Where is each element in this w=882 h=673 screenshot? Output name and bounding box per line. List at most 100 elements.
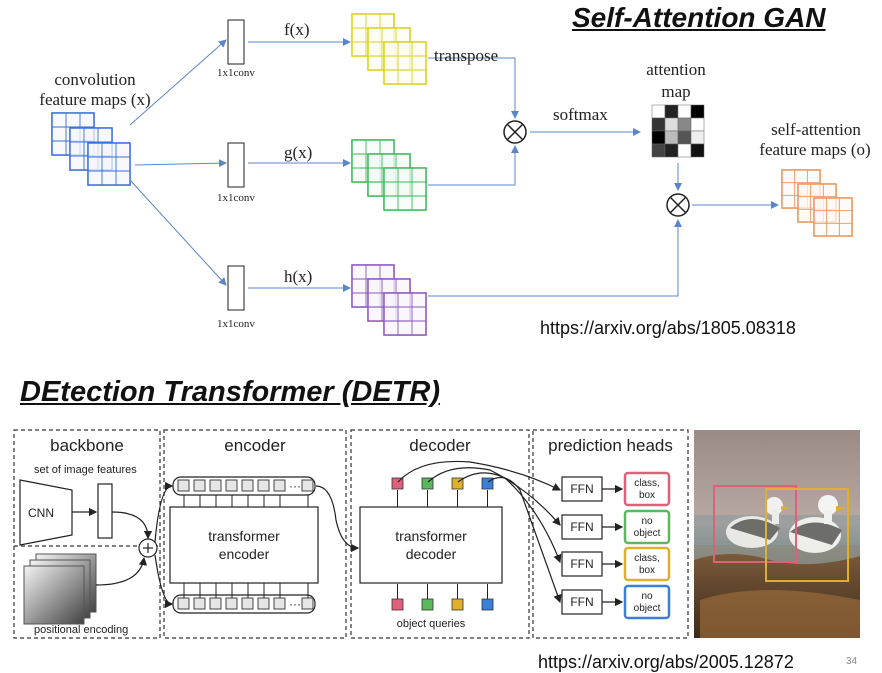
prediction-output-line2: object: [634, 603, 661, 614]
ffn-block: [561, 589, 603, 615]
encoder-output-token: [257, 479, 270, 492]
sagan-diagram: [51, 13, 853, 336]
add-op: [138, 538, 158, 558]
conv-label-f: 1x1conv: [217, 67, 255, 79]
seagull-right: [789, 495, 846, 553]
encoder-output-token: [209, 479, 222, 492]
ffn-label: FFN: [570, 557, 593, 571]
output-label-line2: feature maps (o): [759, 140, 871, 159]
encoder-block-line2: encoder: [218, 546, 270, 562]
encoder-input-token: [301, 597, 314, 610]
detr-url[interactable]: https://arxiv.org/abs/2005.12872: [538, 652, 794, 672]
encoder-input-token: [241, 597, 254, 610]
output-label-line1: self-attention: [771, 120, 861, 139]
decoder-title: decoder: [409, 436, 471, 455]
transpose-label: transpose: [434, 46, 499, 65]
cnn-label: CNN: [28, 506, 54, 520]
decoder-block-line1: transformer: [395, 528, 467, 544]
encoder-output-token: [225, 479, 238, 492]
encoder-output-token: [177, 479, 190, 492]
attention-cell: [690, 104, 705, 119]
object-query: [391, 598, 404, 611]
attention-cell: [677, 130, 692, 145]
attention-cell: [677, 104, 692, 119]
multiply-op-1: [503, 120, 527, 144]
encoder-input-token: [273, 597, 286, 610]
detr-title: DEtection Transformer (DETR): [20, 376, 441, 408]
attention-cell: [664, 104, 679, 119]
attention-cell: [651, 143, 666, 158]
backbone-panel: [13, 429, 161, 639]
object-queries-label: object queries: [396, 618, 466, 630]
f-label: f(x): [284, 20, 310, 39]
conv-label-g: 1x1conv: [217, 192, 255, 204]
g-label: g(x): [284, 143, 313, 162]
attention-cell: [651, 117, 666, 132]
decoder-output-query: [391, 477, 404, 490]
prediction-output-box: [623, 584, 671, 620]
encoder-input-token: [209, 597, 222, 610]
image-features-block: [97, 483, 113, 539]
token-ellipsis: ···: [289, 479, 301, 493]
multiply-op-2: [666, 193, 690, 217]
prediction-output-line2: object: [634, 528, 661, 539]
conv-block-h: [227, 265, 245, 311]
input-to-conv-arrows: [129, 38, 779, 297]
object-query: [481, 598, 494, 611]
attention-cell: [664, 117, 679, 132]
token-ellipsis: ···: [289, 597, 301, 611]
h-feature-maps: [351, 264, 427, 336]
encoder-input-token: [225, 597, 238, 610]
g-feature-maps: [351, 139, 427, 211]
encoder-output-token: [193, 479, 206, 492]
positional-encoding-stack: [23, 553, 97, 625]
encoder-input-token: [257, 597, 270, 610]
prediction-output-box: [623, 471, 671, 507]
attention-cell: [677, 117, 692, 132]
input-label-line2: feature maps (x): [39, 90, 151, 109]
encoder-output-token: [241, 479, 254, 492]
attention-label-line1: attention: [646, 60, 706, 79]
attention-cell: [651, 130, 666, 145]
attention-cell: [690, 117, 705, 132]
input-label-line1: convolution: [54, 70, 136, 89]
decoder-output-query: [481, 477, 494, 490]
attention-cell: [664, 143, 679, 158]
attention-cell: [664, 130, 679, 145]
object-query: [451, 598, 464, 611]
ffn-block: [561, 551, 603, 577]
attention-cell: [677, 143, 692, 158]
input-feature-maps: [51, 112, 131, 186]
prediction-output-line2: box: [639, 565, 655, 576]
prediction-panel: [532, 429, 689, 639]
ffn-block: [561, 476, 603, 502]
object-query: [421, 598, 434, 611]
attention-cell: [651, 104, 666, 119]
seagull-left: [726, 497, 790, 548]
encoder-block-line1: transformer: [208, 528, 280, 544]
image-features-label: set of image features: [34, 464, 137, 476]
prediction-output-line1: no: [641, 516, 653, 527]
prediction-heads-title: prediction heads: [548, 436, 673, 455]
attention-cell: [690, 143, 705, 158]
prediction-output-line1: no: [641, 591, 653, 602]
h-label: h(x): [284, 267, 313, 286]
encoder-input-token: [177, 597, 190, 610]
prediction-output-line1: class,: [634, 478, 660, 489]
transformer-encoder-block: [169, 506, 319, 584]
sagan-url[interactable]: https://arxiv.org/abs/1805.08318: [540, 318, 796, 338]
decoder-output-query: [451, 477, 464, 490]
ffn-block: [561, 514, 603, 540]
encoder-input-token: [193, 597, 206, 610]
conv-block-g: [227, 142, 245, 188]
ffn-label: FFN: [570, 520, 593, 534]
prediction-output-line1: class,: [634, 553, 660, 564]
output-feature-maps: [781, 169, 853, 237]
attention-cell: [690, 130, 705, 145]
conv-label-h: 1x1conv: [217, 318, 255, 330]
positional-encoding-label: positional encoding: [34, 624, 129, 636]
prediction-output-line2: box: [639, 490, 655, 501]
prediction-output-box: [623, 509, 671, 545]
encoder-top-token-bar: [172, 476, 316, 496]
prediction-output-box: [623, 546, 671, 582]
